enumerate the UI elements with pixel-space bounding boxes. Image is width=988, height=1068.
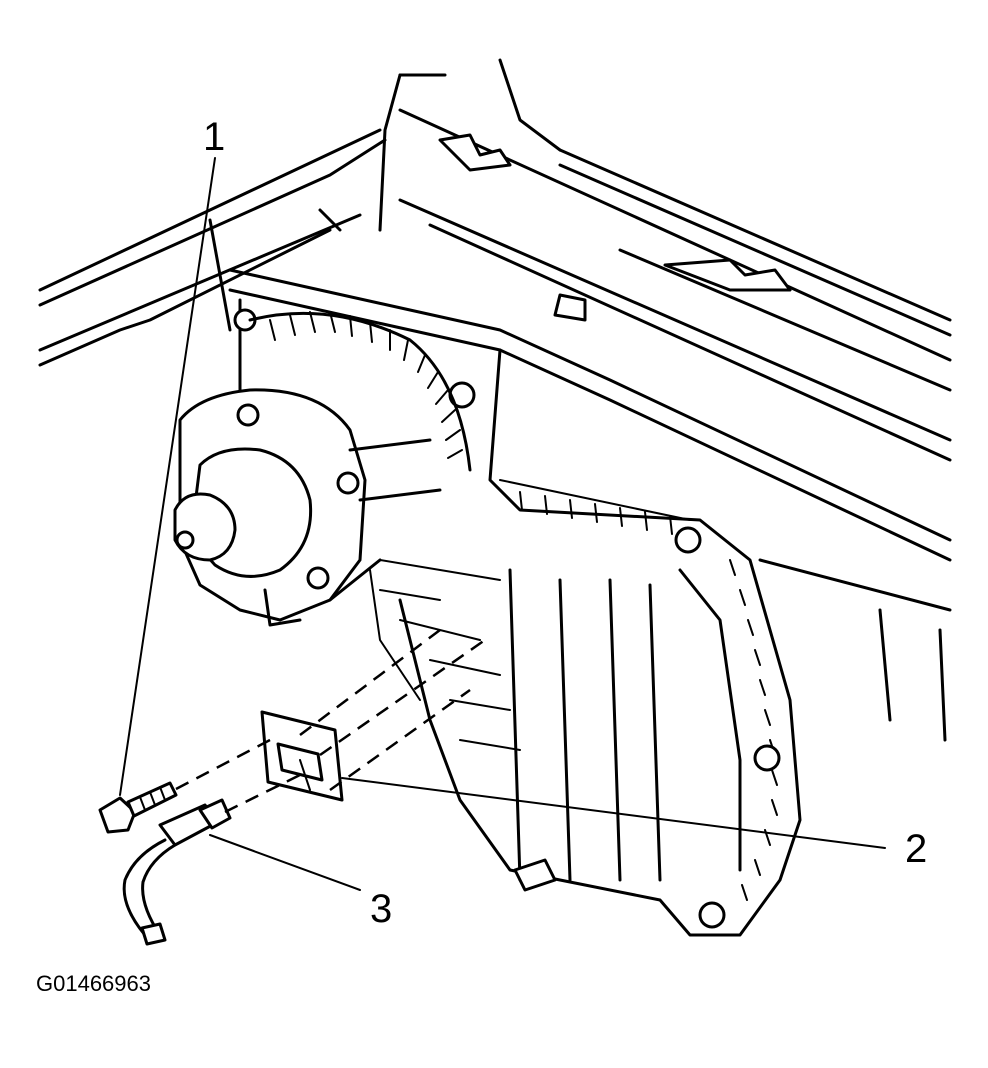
blower-motor-resistor	[260, 629, 486, 802]
blower-housing	[228, 268, 952, 937]
callout-2-label: 2	[905, 827, 927, 871]
vehicle-body-lines	[38, 58, 952, 742]
harness-connector	[122, 773, 301, 946]
callout-3-label: 3	[370, 887, 392, 931]
blower-wheel	[248, 311, 472, 472]
figure-id: G01466963	[36, 971, 151, 996]
blower-motor	[173, 388, 442, 627]
callout-leaders	[119, 157, 886, 891]
callout-1-label: 1	[203, 115, 225, 159]
resistor-screw	[98, 738, 271, 834]
